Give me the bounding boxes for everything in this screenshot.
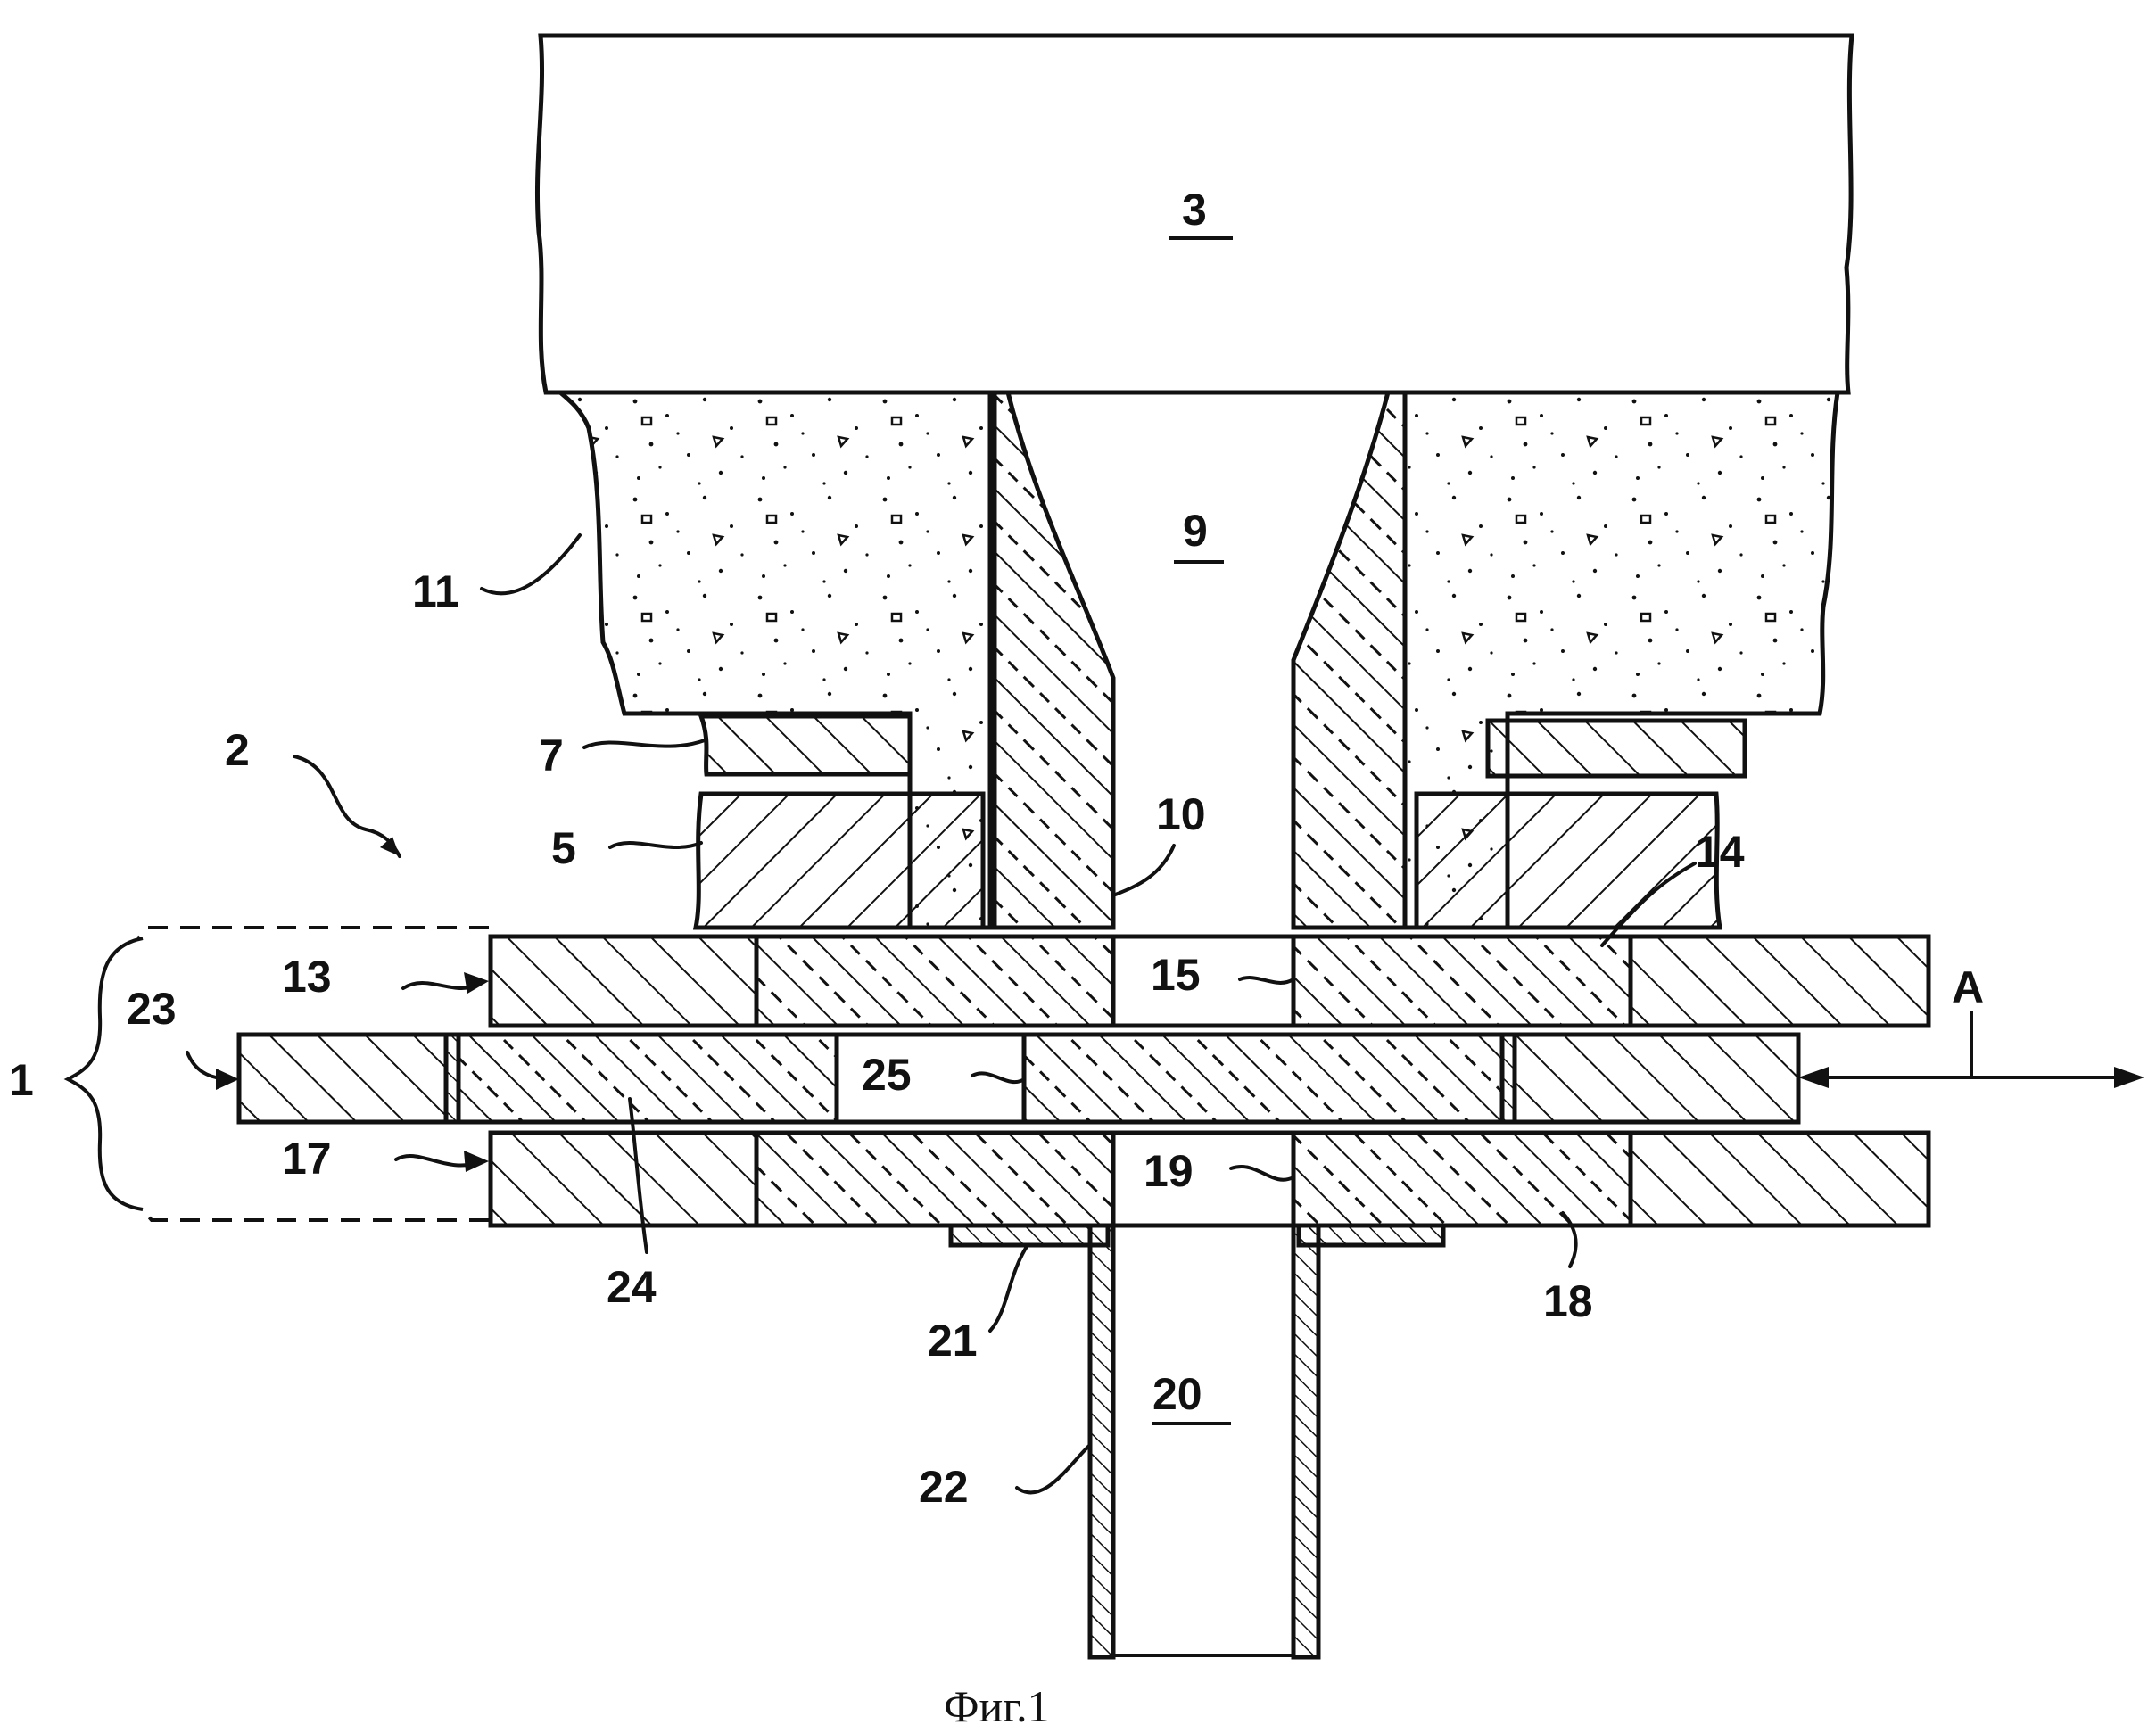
leader-11 [482,535,580,593]
label-18: 18 [1543,1276,1593,1326]
part-14-upper-insert-right [1293,937,1631,1026]
part-19-lower-bore [1113,1133,1293,1225]
figure-caption: Фиг.1 [944,1681,1050,1731]
label-5: 5 [551,823,576,873]
leader-10 [1113,846,1174,895]
label-7: 7 [539,730,564,780]
label-3: 3 [1182,185,1207,235]
arrow-2-head [380,837,400,856]
part-13-upper-plate-left [491,937,756,1026]
label-22: 22 [919,1462,969,1512]
bracket-1 [138,928,489,938]
arrow-17-head [464,1151,489,1172]
leader-5 [610,843,701,847]
brace-1 [68,938,143,1209]
part-5-left-frame [696,794,983,928]
part-21-collar-left [951,1225,1108,1245]
label-23: 23 [127,984,177,1034]
label-14: 14 [1695,827,1745,877]
arrow-a-left-head [1798,1067,1829,1088]
part-5-right-frame [1417,794,1720,928]
label-15: 15 [1151,950,1201,1000]
leader-2 [294,756,400,856]
label-17: 17 [282,1134,332,1184]
part-22-tube-right-wall [1293,1225,1318,1657]
label-2: 2 [225,725,250,775]
part-23-slide-frame-left [239,1035,446,1122]
part-7-right-plate [1488,721,1745,776]
part-17-lower-plate-left [491,1133,756,1225]
label-13: 13 [282,952,332,1002]
label-9: 9 [1183,506,1208,556]
part-18-lower-insert-left [756,1133,1113,1225]
part-10-nozzle-left [995,392,1113,928]
part-10-nozzle-right [1293,392,1405,928]
label-a: A [1952,962,1984,1012]
part-14-upper-insert-left [756,937,1113,1026]
part-17-lower-plate-right [1631,1133,1929,1225]
part-24-slide-insert-right [1024,1035,1502,1122]
label-24: 24 [607,1262,657,1312]
label-21: 21 [928,1316,978,1366]
part-13-upper-plate-right [1631,937,1929,1026]
leader-22 [1017,1445,1090,1492]
label-25: 25 [862,1050,912,1100]
part-22-tube-left-wall [1090,1225,1113,1657]
part-24-slide-insert-left [458,1035,837,1122]
part-23-slide-frame-right [1515,1035,1798,1122]
leader-7 [584,740,705,747]
label-19: 19 [1144,1146,1194,1196]
leader-21 [990,1245,1028,1331]
part-7-left-plate [701,716,910,774]
arrow-23-head [216,1069,239,1090]
part-18-lower-insert-right [1293,1133,1631,1225]
label-10: 10 [1156,789,1206,839]
label-20: 20 [1152,1369,1202,1419]
bracket-1-bottom [143,1209,489,1220]
arrow-13-head [464,972,489,994]
arrow-a-right-head [2114,1067,2144,1088]
label-1: 1 [9,1055,34,1105]
label-11: 11 [412,566,459,616]
